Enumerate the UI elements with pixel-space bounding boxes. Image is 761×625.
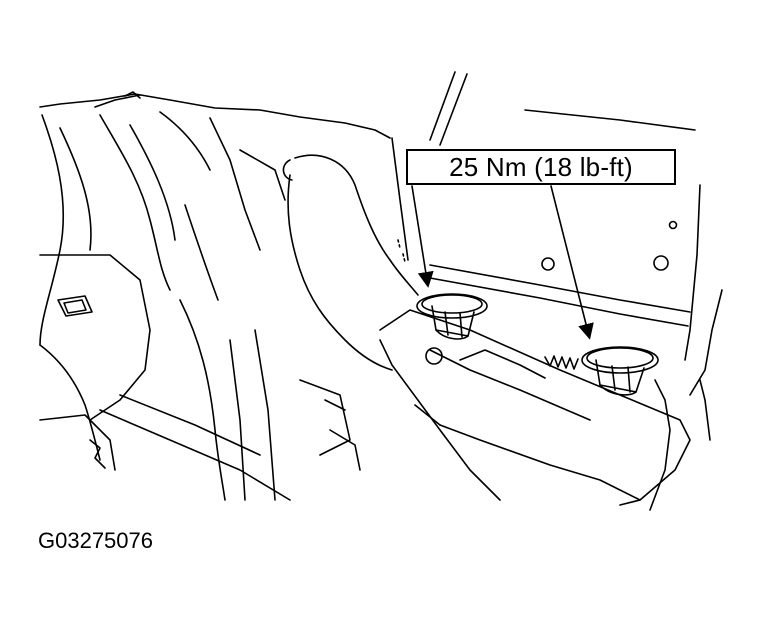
frame-vertical-left: [391, 137, 409, 261]
frame-rail-upper: [429, 264, 691, 313]
lower-left-arm-2: [119, 394, 261, 456]
leader-line-left: [411, 185, 434, 288]
body-left-contour-4: [129, 124, 176, 241]
leader-line-right: [550, 185, 594, 340]
dash-line-1: [402, 253, 406, 263]
bolt-right: [581, 346, 659, 396]
left-slot-outer: [57, 295, 93, 317]
pipe-inner-edge: [287, 174, 393, 371]
frame-right-edge: [684, 184, 701, 361]
pipe-outer-edge: [294, 154, 419, 296]
left-bottom-curve: [39, 344, 101, 461]
clamp-body-outline: [379, 309, 691, 506]
body-top-inner: [94, 94, 141, 108]
mid-detail-2: [324, 399, 346, 411]
body-left-contour-8: [239, 149, 286, 201]
mid-detail-1: [299, 379, 351, 456]
torque-callout-label: 25 Nm (18 lb-ft): [449, 151, 633, 182]
frame-far-right: [689, 289, 723, 396]
body-left-contour-3: [99, 114, 171, 291]
left-bottom-line: [39, 414, 116, 471]
left-slot-inner: [63, 299, 87, 314]
clamp-body-bottom: [379, 339, 501, 501]
body-top-outline: [39, 93, 391, 139]
spring-coil: [544, 355, 579, 370]
left-lower-box: [39, 254, 151, 421]
clamp-hole: [425, 347, 443, 365]
body-left-contour-5: [159, 111, 211, 171]
figure-id-label: G03275076: [38, 528, 153, 553]
pipe-end-cap: [282, 159, 293, 181]
clamp-step: [414, 404, 441, 426]
frame-rail-lower: [429, 277, 689, 327]
mid-detail-3: [329, 429, 361, 471]
mid-curve-lower: [179, 299, 226, 501]
body-left-contour-2: [59, 127, 92, 251]
frame-diagonal-1: [429, 71, 456, 141]
clamp-inner-fold: [459, 349, 546, 379]
panel-hole-1: [541, 257, 555, 271]
dash-line-2: [397, 239, 401, 249]
body-top-notch: [124, 91, 141, 99]
mid-vertical-1: [229, 339, 246, 501]
panel-hole-2: [653, 255, 669, 271]
left-bottom-ridges: [89, 439, 106, 469]
bolt-left: [416, 293, 488, 340]
body-left-contour-1: [39, 114, 65, 346]
frame-top-right: [524, 109, 696, 131]
torque-callout-box: 25 Nm (18 lb-ft): [406, 149, 676, 185]
frame-right-lower: [649, 379, 671, 511]
body-left-contour-7: [184, 204, 219, 301]
mid-vertical-2: [254, 329, 276, 501]
clamp-body-mid: [429, 349, 591, 421]
panel-hole-3: [668, 220, 678, 230]
lower-left-arm: [99, 409, 291, 501]
frame-right-line: [699, 379, 711, 441]
frame-diagonal-2: [439, 73, 468, 146]
body-left-contour-6: [209, 117, 261, 251]
clamp-lower-edge: [439, 424, 641, 501]
